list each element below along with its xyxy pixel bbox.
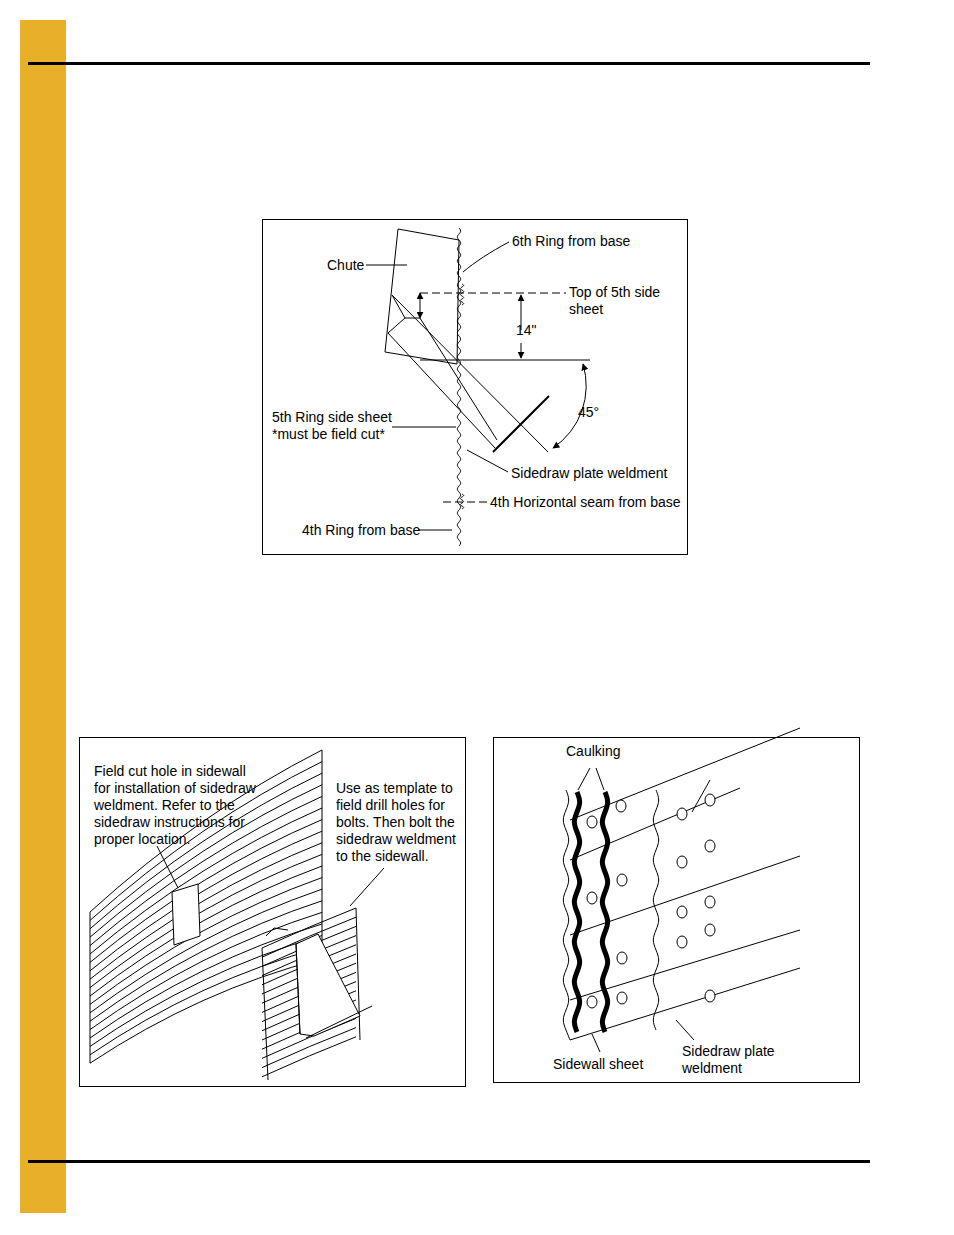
caulking-detail bbox=[563, 728, 800, 1052]
caulking-bead bbox=[574, 792, 579, 1032]
caulking-bead bbox=[602, 792, 607, 1032]
weldment-edge bbox=[653, 790, 658, 1030]
panel-edge bbox=[262, 908, 360, 1080]
sheet-edge bbox=[563, 790, 570, 1040]
bolt-hole bbox=[705, 896, 715, 908]
corrugation bbox=[90, 936, 322, 1047]
bolt-hole bbox=[677, 808, 687, 820]
corrugation bbox=[90, 762, 322, 921]
seam-wave bbox=[460, 284, 463, 305]
corrugation-line bbox=[570, 788, 740, 860]
dimension-arrow bbox=[521, 343, 522, 358]
label-text: Field cut hole in sidewall for installat… bbox=[94, 763, 264, 848]
label-text: Sidewall sheet bbox=[553, 1056, 663, 1073]
bolt-hole bbox=[677, 936, 687, 948]
spout-line bbox=[392, 295, 548, 452]
bolt-hole bbox=[587, 816, 597, 828]
corrugation bbox=[262, 1037, 356, 1077]
label-text: 5th Ring side sheet *must be field cut* bbox=[272, 409, 402, 443]
panel-edge bbox=[90, 750, 322, 1063]
label-text: Chute bbox=[327, 257, 387, 274]
bolt-hole bbox=[705, 924, 715, 936]
corrugation-line bbox=[570, 930, 800, 1000]
label-text: Sidedraw plate weldment bbox=[511, 465, 681, 482]
corrugation-line bbox=[570, 968, 800, 1040]
chute-top bbox=[266, 928, 288, 936]
chute-opening bbox=[296, 934, 360, 1036]
bolt-hole bbox=[705, 794, 715, 806]
spout-line bbox=[388, 295, 405, 333]
bolt-hole bbox=[587, 892, 597, 904]
label-text: 4th Ring from base bbox=[302, 522, 432, 539]
corrugation bbox=[90, 866, 322, 996]
chute-edge bbox=[296, 944, 372, 1038]
cut-hole bbox=[172, 884, 200, 945]
leader-line bbox=[418, 530, 452, 531]
spout-line bbox=[405, 318, 497, 440]
corrugation bbox=[90, 773, 322, 929]
bolt-hole bbox=[617, 874, 627, 886]
corrugation bbox=[90, 901, 322, 1021]
label-text: 6th Ring from base bbox=[512, 233, 682, 250]
corrugation bbox=[90, 878, 322, 1005]
dimension-arrow bbox=[420, 293, 421, 318]
label-text: Sidedraw plate weldment bbox=[682, 1043, 782, 1077]
leader-line bbox=[366, 265, 407, 266]
corrugation bbox=[90, 889, 322, 1013]
corrugation bbox=[90, 750, 322, 912]
top-rule bbox=[28, 62, 870, 65]
seam-wave bbox=[460, 494, 463, 509]
leader-line bbox=[463, 242, 509, 272]
leader-line bbox=[392, 427, 456, 428]
corrugation bbox=[90, 854, 322, 987]
leader-line bbox=[467, 450, 508, 472]
corrugation-line bbox=[570, 728, 800, 820]
figure-frame bbox=[494, 738, 860, 1083]
sidedraw-plate bbox=[493, 396, 549, 452]
reference-line bbox=[420, 360, 590, 361]
label-text: 4th Horizontal seam from base bbox=[490, 494, 685, 511]
bolt-hole bbox=[677, 906, 687, 918]
label-text: Top of 5th side sheet bbox=[569, 284, 661, 318]
label-text: 14" bbox=[516, 322, 556, 339]
leader-line bbox=[592, 1034, 600, 1052]
corrugation bbox=[90, 924, 322, 1038]
bolt-hole bbox=[587, 996, 597, 1008]
spout-line bbox=[388, 333, 495, 448]
bottom-rule bbox=[28, 1160, 870, 1163]
bolt-hole bbox=[617, 992, 627, 1004]
leader-line bbox=[578, 768, 590, 790]
side-bar bbox=[20, 20, 66, 1213]
leader-line bbox=[676, 1020, 694, 1040]
bolt-hole bbox=[705, 840, 715, 852]
label-text: Use as template to field drill holes for… bbox=[336, 780, 461, 865]
corrugation bbox=[90, 912, 322, 1029]
bolt-hole bbox=[677, 856, 687, 868]
chute-outline bbox=[385, 229, 459, 364]
bolt-hole bbox=[705, 990, 715, 1002]
label-text: 45° bbox=[578, 404, 618, 421]
bolt-hole bbox=[617, 952, 627, 964]
leader-line bbox=[596, 768, 604, 790]
figure-frame bbox=[263, 220, 688, 555]
corrugation-line bbox=[570, 856, 800, 935]
bolt-hole bbox=[616, 800, 626, 812]
leader-line bbox=[420, 293, 566, 294]
figure-frame bbox=[80, 738, 466, 1087]
label-text: Caulking bbox=[566, 743, 646, 760]
